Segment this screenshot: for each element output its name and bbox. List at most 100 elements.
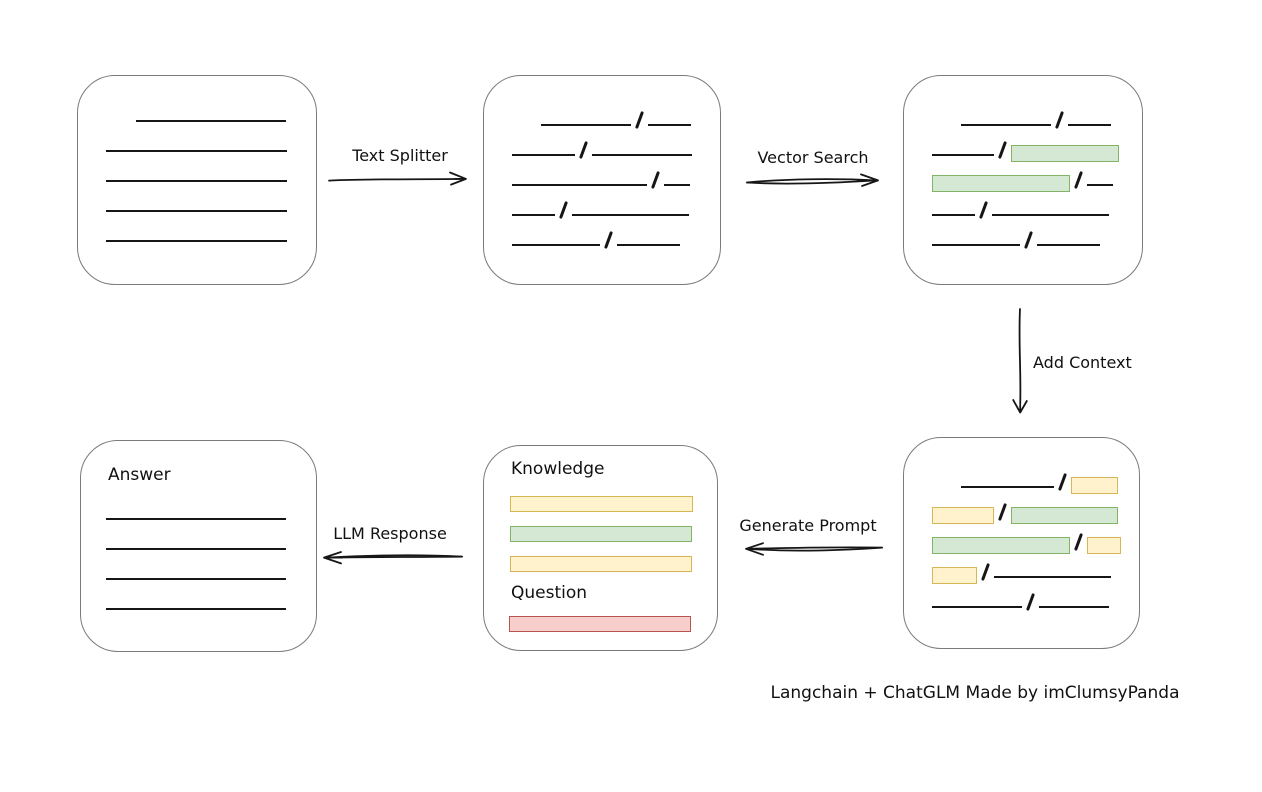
diagram-row: [932, 496, 1135, 526]
yellow-highlight-bar: [932, 567, 977, 584]
slash-separator: [1055, 111, 1064, 129]
vector-search-arrow: [746, 173, 879, 187]
context-chunks-box: [903, 437, 1140, 649]
document-text-lines: [106, 100, 312, 250]
text-line: [512, 184, 647, 186]
diagram-row: [510, 496, 713, 526]
text-line: [617, 244, 680, 246]
answer-lines: [106, 498, 312, 618]
text-line: [1087, 184, 1113, 186]
slash-separator: [1074, 533, 1083, 551]
indent-gap: [932, 133, 961, 134]
text-line: [592, 154, 692, 156]
text-line: [961, 486, 1054, 488]
yellow-highlight-bar: [1071, 477, 1118, 494]
slash-separator: [979, 201, 988, 219]
add-context-label: Add Context: [1033, 353, 1132, 372]
diagram-row: [932, 194, 1138, 224]
diagram-row: [106, 160, 312, 190]
diagram-row: [512, 194, 716, 224]
knowledge-bars: [510, 496, 713, 586]
red-highlight-bar: [509, 616, 691, 632]
slash-separator: [998, 503, 1007, 521]
green-highlight-bar: [932, 175, 1070, 192]
text-line: [106, 578, 286, 580]
text-line: [106, 608, 286, 610]
diagram-row: [106, 528, 312, 558]
text-line: [106, 548, 286, 550]
diagram-row: [932, 556, 1135, 586]
vector-search-label: Vector Search: [757, 148, 869, 167]
generate-prompt-label: Generate Prompt: [739, 516, 877, 535]
add-context-arrow: [1012, 308, 1028, 414]
indent-gap: [512, 133, 541, 134]
slash-separator: [579, 141, 588, 159]
green-highlight-bar: [1011, 507, 1118, 524]
diagram-row: [512, 104, 716, 134]
slash-separator: [998, 141, 1007, 159]
chunk-text-lines: [512, 104, 716, 254]
diagram-row: [932, 586, 1135, 616]
diagram-row: [509, 616, 713, 646]
text-line: [541, 124, 631, 126]
answer-box: Answer: [80, 440, 317, 652]
text-line: [106, 150, 287, 152]
diagram-row: [106, 220, 312, 250]
diagram-row: [106, 588, 312, 618]
split-chunks-box: [483, 75, 721, 285]
slash-separator: [604, 231, 613, 249]
yellow-highlight-bar: [1087, 537, 1121, 554]
diagram-row: [106, 130, 312, 160]
text-line: [512, 244, 600, 246]
llm-response-label: LLM Response: [333, 524, 447, 543]
slash-separator: [635, 111, 644, 129]
slash-separator: [1058, 473, 1067, 491]
diagram-row: [932, 164, 1138, 194]
prompt-box: Knowledge Question: [483, 445, 718, 651]
slash-separator: [559, 201, 568, 219]
yellow-highlight-bar: [510, 556, 692, 572]
text-line: [1068, 124, 1111, 126]
diagram-row: [106, 558, 312, 588]
diagram-row: [512, 134, 716, 164]
text-splitter-arrow: [328, 171, 467, 186]
slash-separator: [1026, 593, 1035, 611]
indent-gap: [932, 495, 961, 496]
text-line: [106, 210, 287, 212]
diagram-row: [932, 526, 1135, 556]
slash-separator: [651, 171, 660, 189]
diagram-row: [512, 164, 716, 194]
diagram-row: [510, 556, 713, 586]
diagram-row: [932, 134, 1138, 164]
diagram-row: [106, 498, 312, 528]
document-box: [77, 75, 317, 285]
context-lines: [932, 466, 1135, 616]
vector-search-results-box: [903, 75, 1143, 285]
diagram-row: [106, 100, 312, 130]
green-highlight-bar: [932, 537, 1070, 554]
search-result-lines: [932, 104, 1138, 254]
indent-gap: [106, 129, 136, 130]
slash-separator: [981, 563, 990, 581]
llm-response-arrow: [323, 551, 463, 565]
diagram-row: [510, 526, 713, 556]
text-line: [106, 240, 287, 242]
text-line: [106, 180, 287, 182]
text-splitter-label: Text Splitter: [352, 146, 448, 165]
text-line: [648, 124, 691, 126]
text-line: [512, 154, 575, 156]
diagram-row: [932, 466, 1135, 496]
text-line: [932, 214, 975, 216]
answer-label: Answer: [108, 465, 171, 485]
slash-separator: [1024, 231, 1033, 249]
text-line: [512, 214, 555, 216]
slash-separator: [1074, 171, 1083, 189]
question-label: Question: [511, 583, 588, 603]
text-line: [961, 124, 1051, 126]
text-line: [992, 214, 1109, 216]
text-line: [932, 154, 994, 156]
diagram-row: [512, 224, 716, 254]
text-line: [932, 244, 1020, 246]
diagram-caption: Langchain + ChatGLM Made by imClumsyPand…: [770, 683, 1180, 703]
